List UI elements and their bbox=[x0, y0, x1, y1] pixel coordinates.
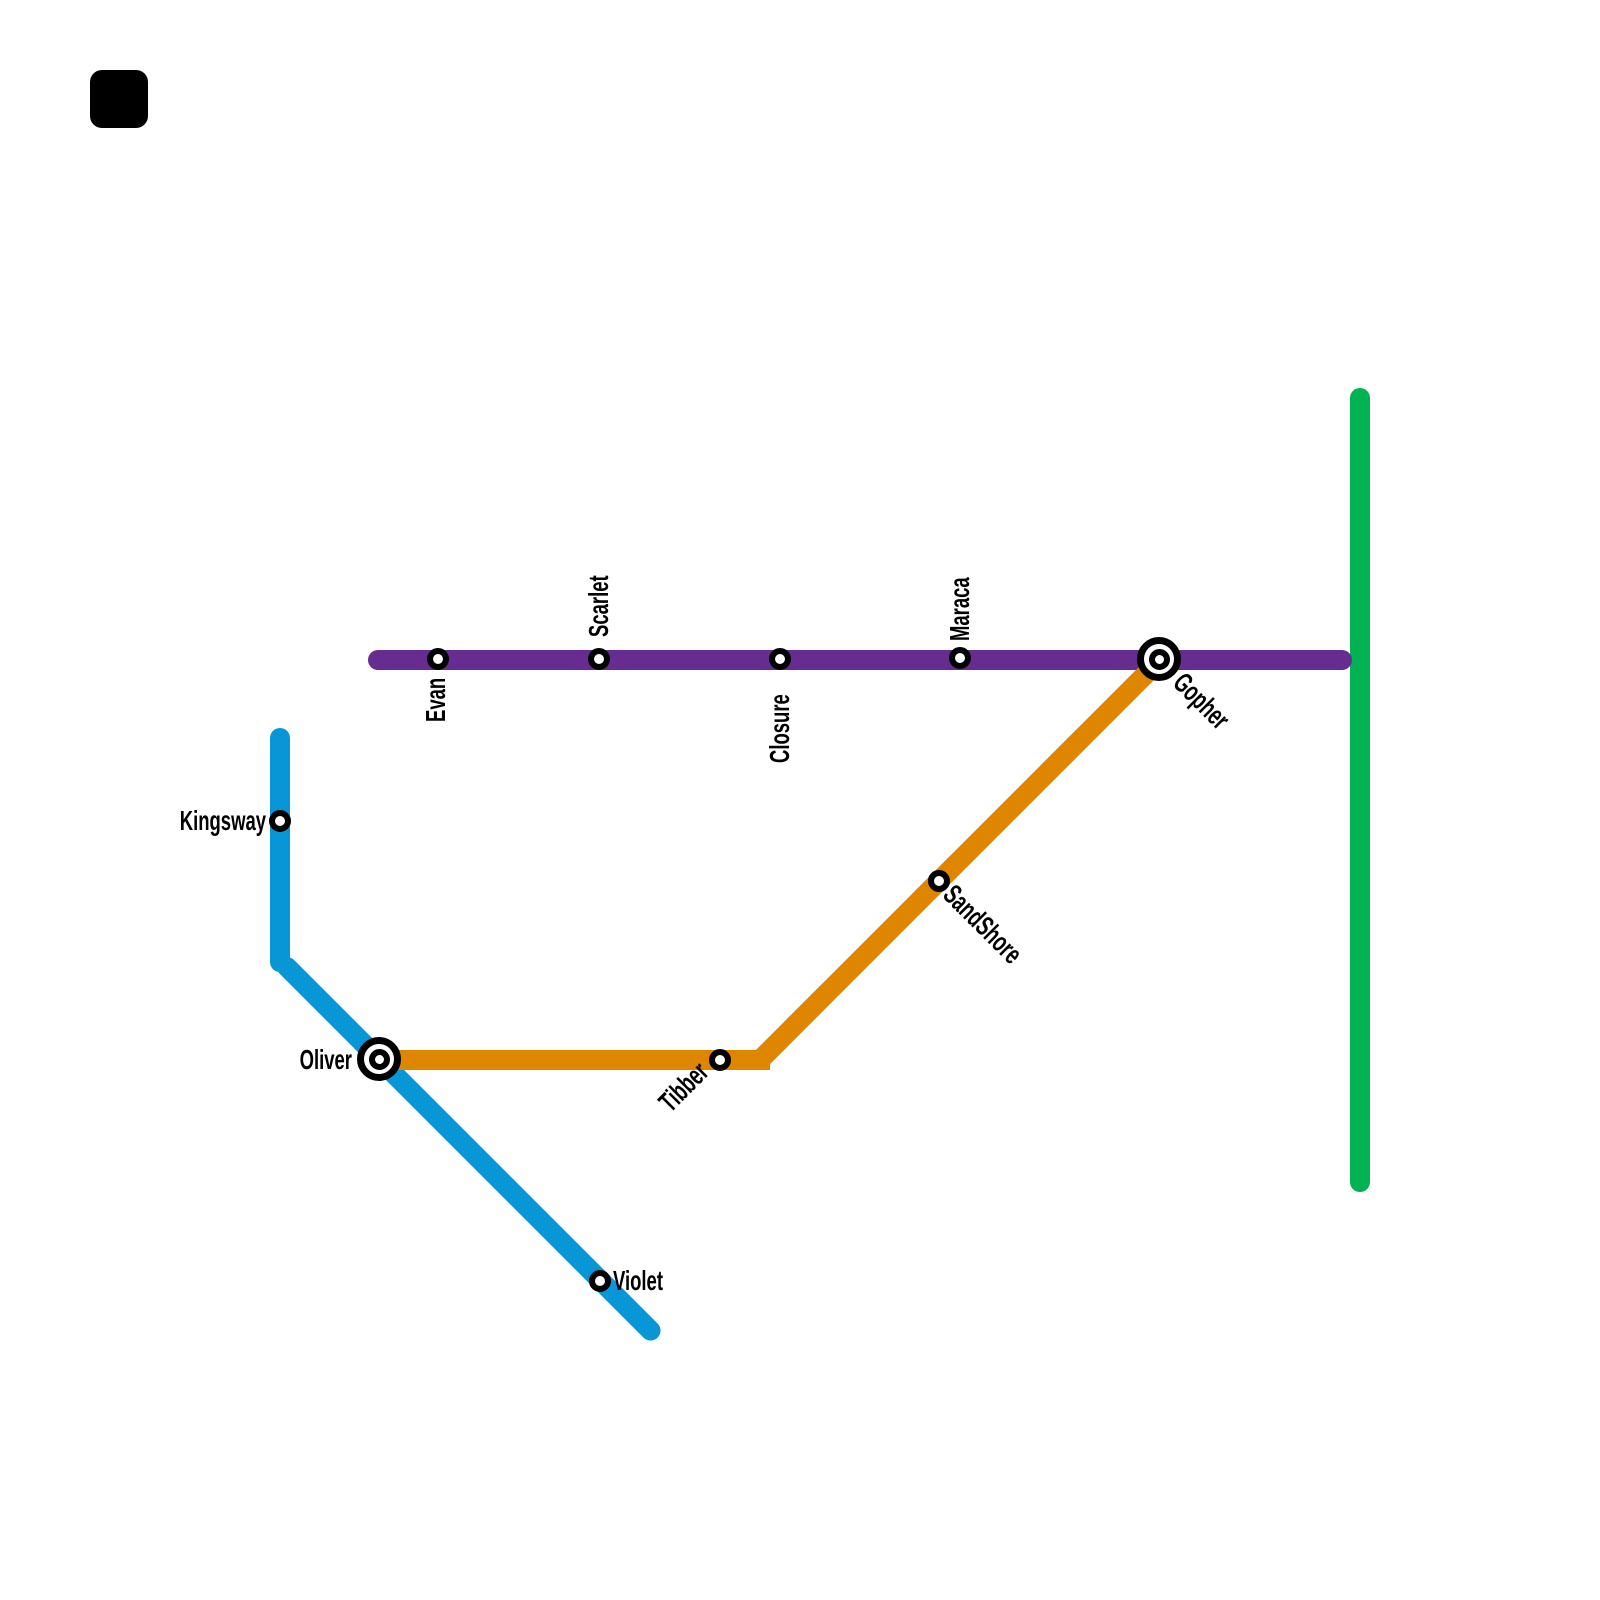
station-label-text: Evan bbox=[420, 677, 451, 722]
interchange-marker-gopher[interactable] bbox=[1137, 637, 1181, 681]
station-marker-tibber[interactable] bbox=[709, 1049, 731, 1071]
station-marker-violet[interactable] bbox=[589, 1270, 611, 1292]
green-line bbox=[1350, 388, 1370, 1192]
station-label-text: SandShore bbox=[937, 878, 1029, 970]
purple-line bbox=[368, 650, 1352, 670]
station-label-evan: Evan bbox=[420, 655, 451, 722]
station-label-kingsway: Kingsway bbox=[135, 806, 266, 836]
interchange-inner-ring bbox=[1148, 648, 1170, 670]
station-marker-closure[interactable] bbox=[769, 648, 791, 670]
blue-line-vertical-segment bbox=[270, 728, 290, 972]
orange-line-horizontal-segment bbox=[380, 1050, 770, 1070]
interchange-marker-oliver[interactable] bbox=[357, 1037, 401, 1081]
interchange-inner-ring bbox=[368, 1048, 390, 1070]
station-label-closure: Closure bbox=[764, 659, 795, 763]
station-label-text: Closure bbox=[764, 694, 795, 763]
station-marker-sandshore[interactable] bbox=[928, 870, 950, 892]
station-label-text: Gopher bbox=[1167, 666, 1236, 736]
station-marker-scarlet[interactable] bbox=[588, 648, 610, 670]
station-label-text: Oliver bbox=[299, 1044, 352, 1075]
orange-line-diagonal-segment bbox=[752, 652, 1168, 1068]
black-square-marker[interactable] bbox=[90, 70, 148, 128]
station-marker-kingsway[interactable] bbox=[269, 810, 291, 832]
station-marker-maraca[interactable] bbox=[949, 647, 971, 669]
station-label-gopher: Gopher bbox=[1167, 667, 1259, 759]
station-label-tibber: Tibber bbox=[653, 1036, 734, 1118]
station-label-text: Scarlet bbox=[583, 575, 614, 637]
station-marker-evan[interactable] bbox=[427, 648, 449, 670]
station-label-text: Kingsway bbox=[179, 805, 266, 836]
station-label-oliver: Oliver bbox=[273, 1045, 352, 1075]
station-label-maraca: Maraca bbox=[944, 544, 975, 641]
station-label-sandshore: SandShore bbox=[937, 879, 1063, 1005]
station-label-text: Maraca bbox=[944, 577, 975, 641]
station-label-violet: Violet bbox=[613, 1266, 689, 1296]
station-label-scarlet: Scarlet bbox=[583, 544, 614, 637]
station-label-text: Violet bbox=[613, 1265, 663, 1296]
